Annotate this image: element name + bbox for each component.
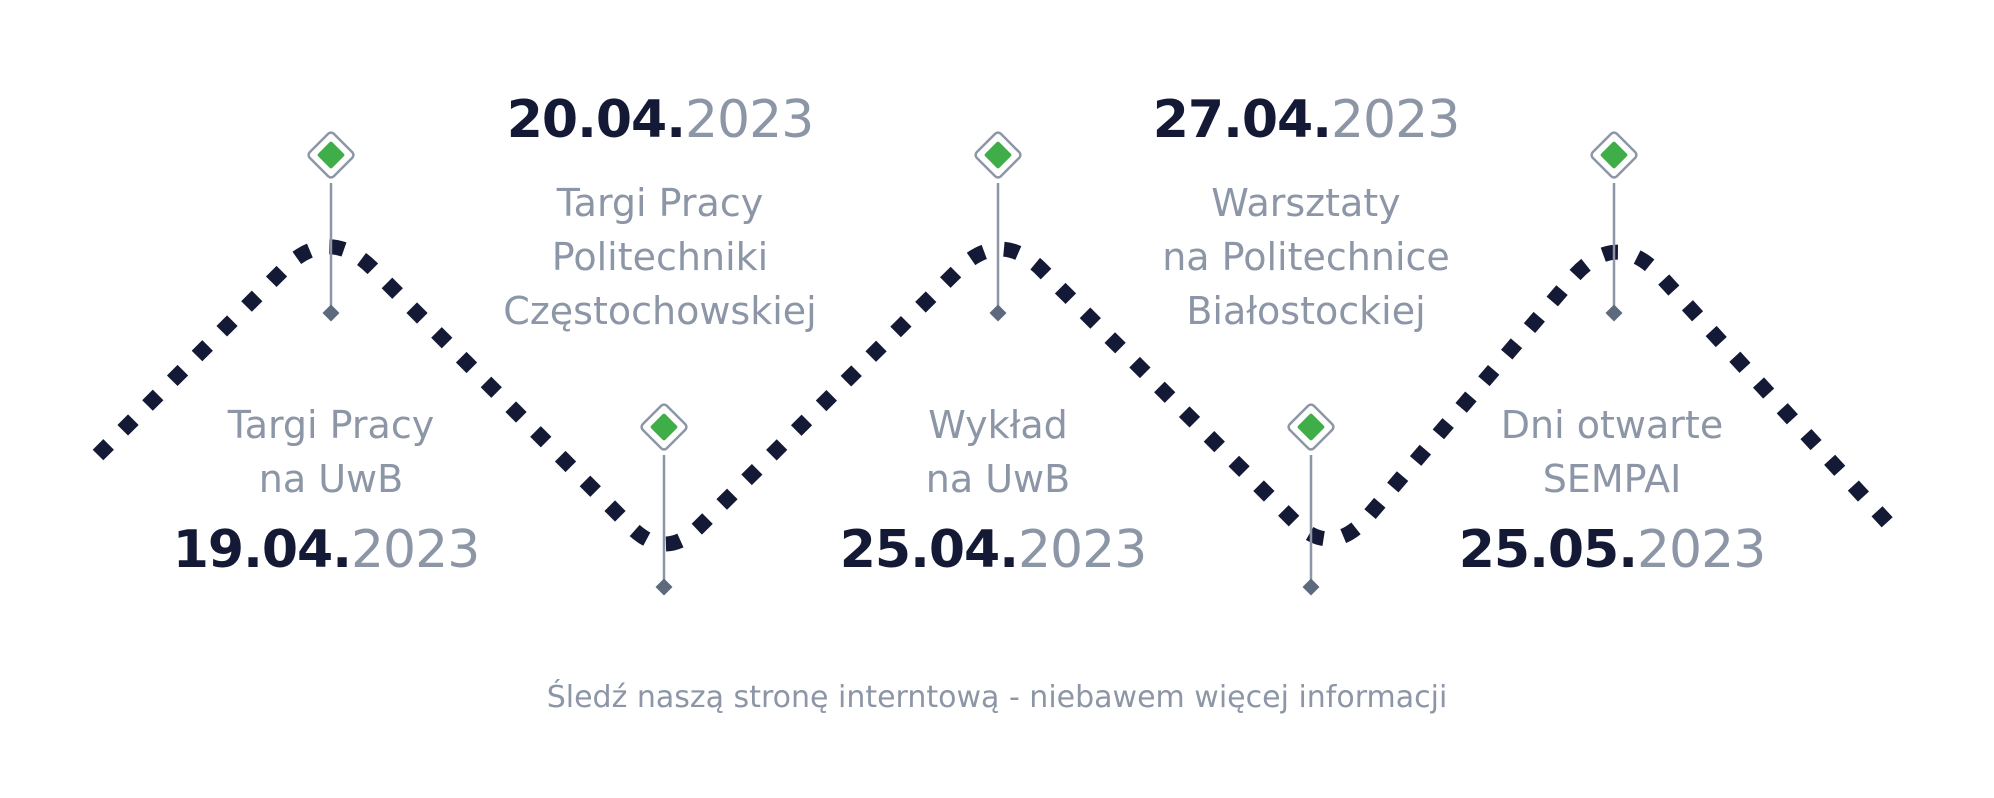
marker-pin-5 bbox=[1590, 131, 1638, 322]
event-5-year: 2023 bbox=[1636, 520, 1766, 580]
event-2-date: 20.04.2023 bbox=[507, 94, 815, 146]
event-1-year: 2023 bbox=[350, 520, 480, 580]
event-1-date: 19.04.2023 bbox=[173, 524, 481, 576]
event-3-year: 2023 bbox=[1017, 520, 1147, 580]
marker-pin-4 bbox=[1287, 403, 1335, 596]
footer-note: Śledź naszą stronę interntową - niebawem… bbox=[546, 680, 1448, 715]
event-5-title-line: Dni otwarte bbox=[1500, 403, 1724, 447]
event-5-date: 25.05.2023 bbox=[1459, 524, 1767, 576]
event-3-date: 25.04.2023 bbox=[840, 524, 1148, 576]
marker-pin-1 bbox=[307, 131, 355, 322]
event-2-title-line: Częstochowskiej bbox=[503, 289, 817, 333]
event-5-title-line: SEMPAI bbox=[1542, 457, 1682, 501]
marker-pin-3 bbox=[974, 131, 1022, 322]
event-5-title: Dni otwarte SEMPAI bbox=[1501, 398, 1723, 506]
event-3-title-line: Wykład bbox=[928, 403, 1068, 447]
event-1-title-line: na UwB bbox=[258, 457, 404, 501]
event-2-title-line: Politechniki bbox=[551, 235, 769, 279]
event-4-date: 27.04.2023 bbox=[1153, 94, 1461, 146]
event-4-title: Warsztaty na Politechnice Białostockiej bbox=[1162, 176, 1450, 338]
event-1-title-line: Targi Pracy bbox=[227, 403, 435, 447]
marker-pin-2 bbox=[640, 403, 688, 596]
event-4-title-line: Warsztaty bbox=[1211, 181, 1401, 225]
event-5-day-month: 25.05. bbox=[1458, 520, 1638, 580]
event-1-day-month: 19.04. bbox=[172, 520, 352, 580]
event-3-title: Wykład na UwB bbox=[926, 398, 1070, 506]
event-2-year: 2023 bbox=[684, 90, 814, 150]
event-3-day-month: 25.04. bbox=[839, 520, 1019, 580]
event-4-title-line: na Politechnice bbox=[1162, 235, 1450, 279]
event-4-year: 2023 bbox=[1330, 90, 1460, 150]
event-4-day-month: 27.04. bbox=[1152, 90, 1332, 150]
event-4-title-line: Białostockiej bbox=[1186, 289, 1426, 333]
event-1-title: Targi Pracy na UwB bbox=[228, 398, 434, 506]
timeline-dashed-path bbox=[92, 239, 1903, 552]
event-2-title-line: Targi Pracy bbox=[556, 181, 764, 225]
event-2-title: Targi Pracy Politechniki Częstochowskiej bbox=[503, 176, 816, 338]
event-3-title-line: na UwB bbox=[925, 457, 1071, 501]
event-2-day-month: 20.04. bbox=[506, 90, 686, 150]
